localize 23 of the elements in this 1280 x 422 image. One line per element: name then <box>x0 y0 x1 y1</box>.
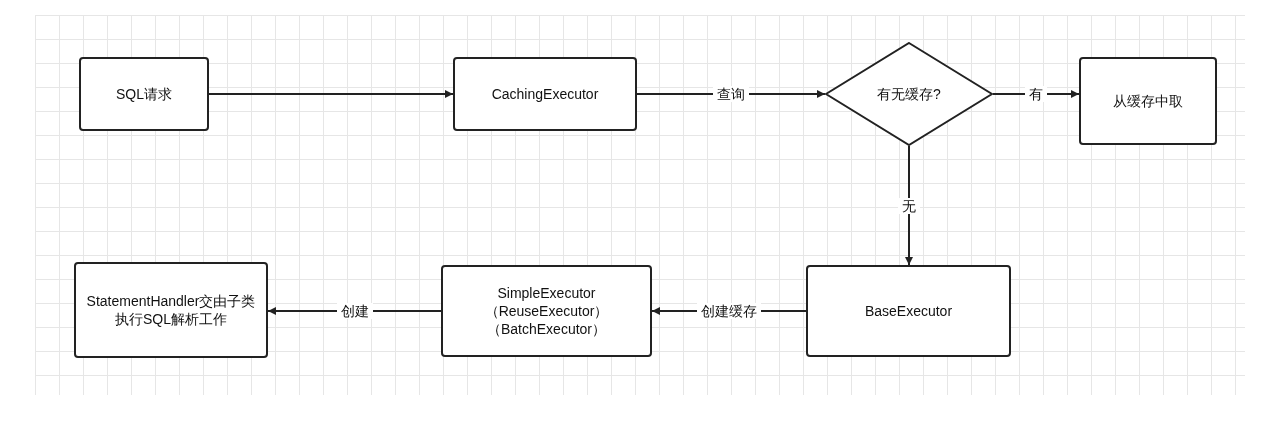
arrow <box>905 145 913 266</box>
process-box <box>453 57 637 131</box>
edge-label: 创建 <box>336 303 373 319</box>
node-text: StatementHandler交由子类执行SQL解析工作 <box>85 292 257 328</box>
node-text: SimpleExecutor <box>497 284 596 302</box>
process-box <box>441 265 652 357</box>
node-text: BaseExecutor <box>864 302 953 320</box>
process-box <box>806 265 1011 357</box>
node-text: （ReuseExecutor） <box>484 302 609 320</box>
decision-diamond <box>825 42 993 146</box>
edge-label: 创建缓存 <box>697 303 761 319</box>
process-box <box>74 262 268 358</box>
edge-label: 有 <box>1025 86 1047 102</box>
edge-label: 查询 <box>713 86 749 102</box>
process-box <box>79 57 209 131</box>
node-text: 有无缓存? <box>877 85 941 103</box>
node-text: （BatchExecutor） <box>486 320 607 338</box>
arrow <box>208 90 454 98</box>
node-text: 从缓存中取 <box>1113 92 1183 110</box>
node-text: CachingExecutor <box>491 85 599 103</box>
edge-label: 无 <box>898 197 920 214</box>
node-text: SQL请求 <box>116 85 172 103</box>
process-box <box>1079 57 1217 145</box>
